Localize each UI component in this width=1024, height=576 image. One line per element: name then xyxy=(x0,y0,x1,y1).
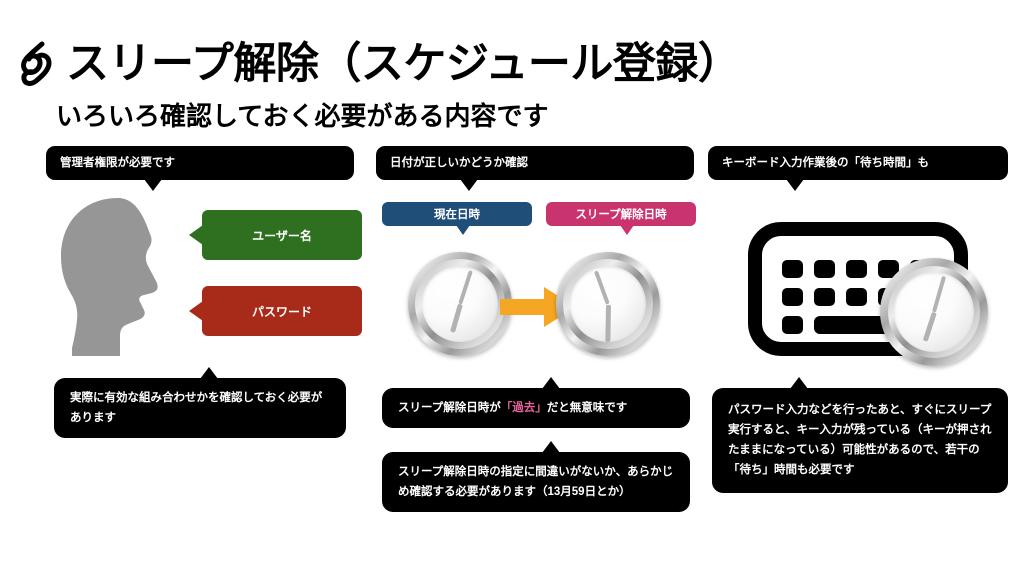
middle-note-1-pre: スリープ解除日時が xyxy=(398,402,501,414)
middle-note-1-post: だと無意味です xyxy=(546,402,628,414)
clock-icon-keyboard xyxy=(880,258,988,366)
middle-note-1-highlight: 「過去」 xyxy=(500,402,547,414)
middle-panel-note-1: スリープ解除日時が「過去」だと無意味です xyxy=(382,376,690,429)
clock-icon-wake xyxy=(556,252,660,356)
left-panel-header: 管理者権限が必要です xyxy=(46,146,354,192)
middle-panel-header: 日付が正しいかどうか確認 xyxy=(376,146,694,192)
current-datetime-label: 現在日時 xyxy=(434,209,480,221)
page-subtitle: いろいろ確認しておく必要がある内容です xyxy=(56,101,549,131)
right-panel-header: キーボード入力作業後の「待ち時間」も xyxy=(708,146,1008,192)
page-title-text: スリープ解除（スケジュール登録） xyxy=(66,39,741,88)
page-title: スリープ解除（スケジュール登録） xyxy=(18,38,741,90)
head-profile-silhouette-icon xyxy=(61,198,158,356)
middle-panel-note-2: スリープ解除日時の指定に間違いがないか、あらかじめ確認する必要があります（13月… xyxy=(382,440,690,513)
password-field-chip[interactable]: パスワード xyxy=(202,286,362,336)
username-field-chip[interactable]: ユーザー名 xyxy=(202,210,362,260)
left-panel-note: 実際に有効な組み合わせかを確認しておく必要があります xyxy=(54,366,346,439)
right-panel-note: パスワード入力などを行ったあと、すぐにスリープ実行すると、キー入力が残っている（… xyxy=(712,377,1008,493)
wake-datetime-label: スリープ解除日時 xyxy=(575,209,667,221)
username-field-label: ユーザー名 xyxy=(252,228,312,243)
password-field-label: パスワード xyxy=(251,304,312,319)
wake-datetime-tag[interactable]: スリープ解除日時 xyxy=(546,202,696,235)
sleep-wake-glyph-icon xyxy=(21,41,52,86)
clock-icon-current xyxy=(408,252,512,356)
current-datetime-tag[interactable]: 現在日時 xyxy=(382,202,532,235)
